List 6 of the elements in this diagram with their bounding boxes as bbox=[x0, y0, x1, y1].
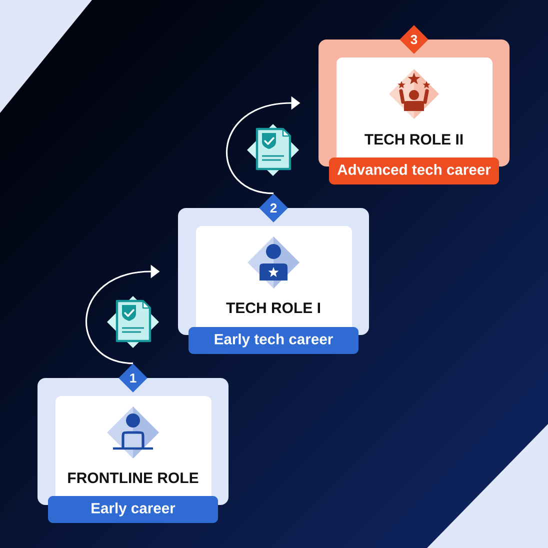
number-badge: 1 bbox=[118, 364, 148, 392]
career-tag: Early tech career bbox=[188, 327, 358, 354]
number-badge: 3 bbox=[400, 25, 428, 54]
career-tag: Advanced tech career bbox=[329, 158, 499, 184]
number-badge: 2 bbox=[259, 194, 288, 222]
career-tag: Early career bbox=[48, 496, 218, 523]
